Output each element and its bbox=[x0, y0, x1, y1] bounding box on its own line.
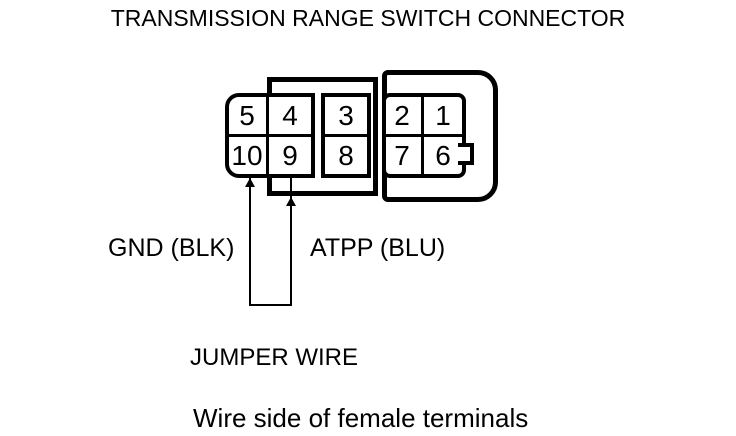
jumper-wire-right-lead bbox=[290, 178, 292, 306]
cell-divider bbox=[229, 134, 311, 137]
pin-10: 10 bbox=[231, 140, 263, 171]
cell-divider bbox=[325, 134, 367, 137]
pin-6-key-tab bbox=[458, 143, 474, 165]
pin-5: 5 bbox=[239, 100, 255, 131]
pin-8: 8 bbox=[338, 140, 354, 171]
caption-wire-side: Wire side of female terminals bbox=[193, 403, 529, 433]
label-jumper-wire: JUMPER WIRE bbox=[190, 344, 358, 371]
page-title: TRANSMISSION RANGE SWITCH CONNECTOR bbox=[110, 5, 626, 31]
jumper-wire-left-lead bbox=[249, 178, 251, 306]
pin-1: 1 bbox=[435, 100, 451, 131]
pin-3: 3 bbox=[338, 100, 354, 131]
pin-7: 7 bbox=[394, 140, 410, 171]
jumper-wire-bottom bbox=[249, 304, 292, 306]
pin-4: 4 bbox=[282, 100, 298, 131]
label-atpp: ATPP (BLU) bbox=[310, 234, 446, 262]
pin-2: 2 bbox=[394, 100, 410, 131]
pin-6: 6 bbox=[435, 140, 451, 171]
cell-divider bbox=[386, 134, 462, 137]
pin-9: 9 bbox=[282, 140, 298, 171]
label-gnd: GND (BLK) bbox=[108, 234, 235, 262]
